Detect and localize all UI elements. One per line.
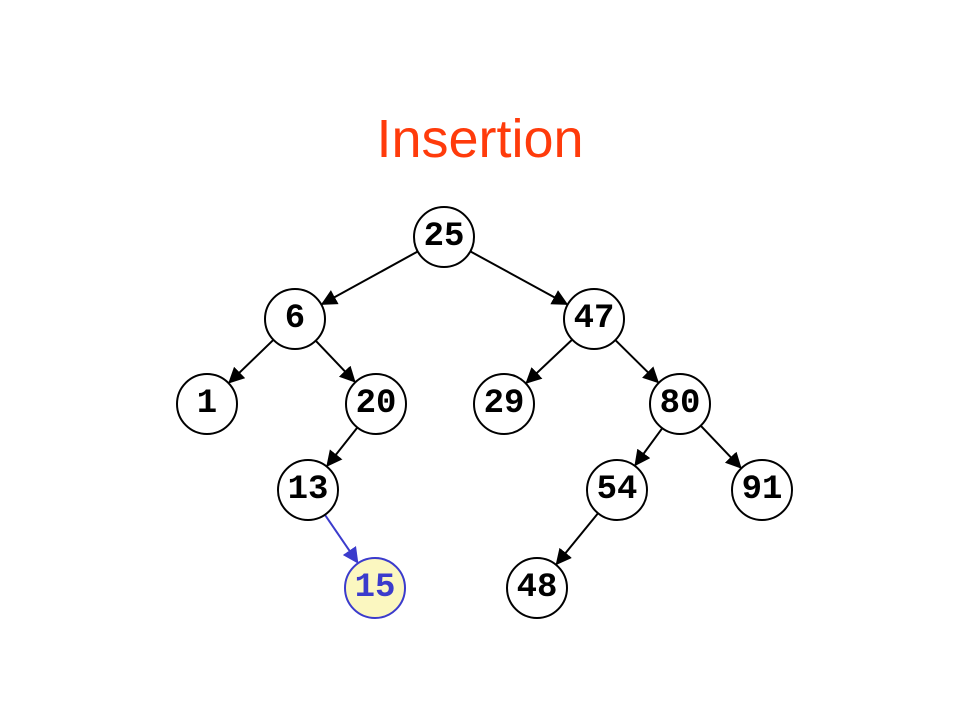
tree-edge-80-91: [699, 425, 742, 469]
node-circle: [649, 373, 711, 435]
tree-node: 48: [506, 557, 568, 619]
tree-edge-6-1: [228, 339, 275, 384]
node-circle: [731, 459, 793, 521]
node-circle: [344, 557, 406, 619]
tree-node: 91: [731, 459, 793, 521]
tree-edge-25-6: [320, 250, 419, 305]
tree-node: 20: [345, 373, 407, 435]
tree-node: 1: [176, 373, 238, 435]
node-label: 29: [484, 385, 525, 423]
node-circle: [586, 459, 648, 521]
tree-node: 54: [586, 459, 648, 521]
tree-edge-25-47: [469, 250, 569, 306]
tree-node: 25: [413, 206, 475, 268]
tree-node: 29: [473, 373, 535, 435]
tree-node: 6: [264, 288, 326, 350]
slide-title: Insertion: [376, 109, 584, 169]
tree-edge-6-20: [314, 340, 356, 383]
tree-node: 80: [649, 373, 711, 435]
tree-node: 13: [277, 459, 339, 521]
node-label: 25: [424, 218, 465, 256]
node-label: 1: [197, 385, 217, 423]
tree-edge-54-48: [555, 512, 599, 566]
node-label: 91: [742, 471, 783, 509]
node-label: 80: [660, 385, 701, 423]
node-label: 20: [356, 385, 397, 423]
tree-edge-20-13: [326, 426, 359, 467]
tree-edge-47-80: [614, 339, 660, 384]
node-label: 15: [355, 569, 396, 607]
node-circle: [473, 373, 535, 435]
inserted-node: 15: [344, 557, 406, 619]
node-label: 54: [597, 471, 638, 509]
node-label: 13: [288, 471, 329, 509]
node-circle: [345, 373, 407, 435]
node-circle: [563, 288, 625, 350]
node-circle: [264, 288, 326, 350]
node-label: 47: [574, 300, 615, 338]
tree-edge-80-54: [634, 427, 664, 467]
tree-edge-47-29: [525, 338, 573, 384]
tree-nodes: 25 6 47 1 20 29 80 13 54 91 15 48: [176, 206, 793, 619]
node-circle: [413, 206, 475, 268]
node-label: 6: [285, 300, 305, 338]
tree-edge-13-15: [324, 514, 359, 564]
tree-node: 47: [563, 288, 625, 350]
node-circle: [506, 557, 568, 619]
tree-edges: [228, 250, 742, 566]
node-circle: [176, 373, 238, 435]
node-label: 48: [517, 569, 558, 607]
node-circle: [277, 459, 339, 521]
